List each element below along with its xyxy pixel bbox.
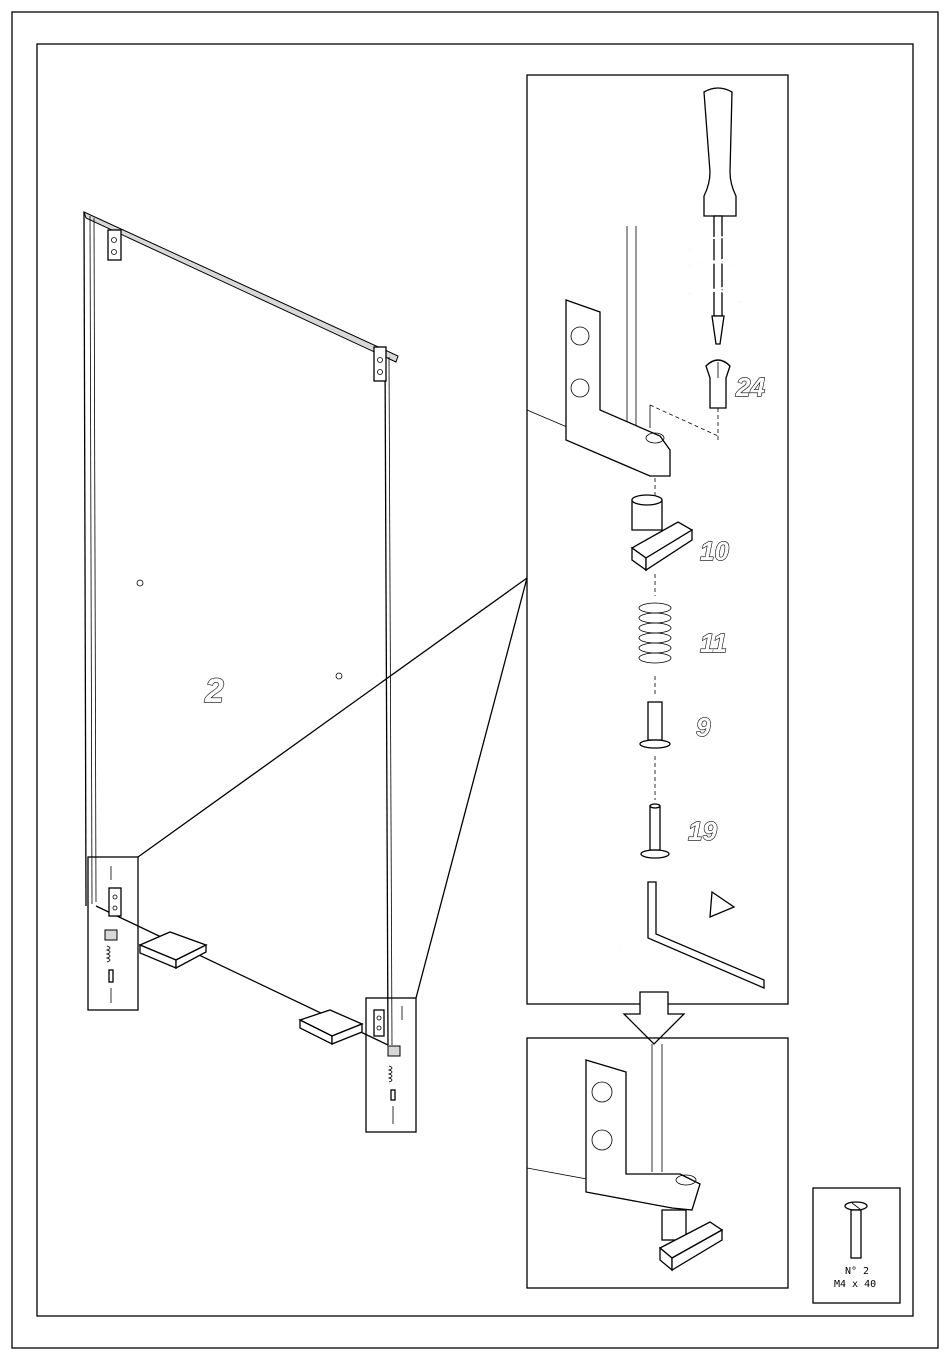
detail-box-left bbox=[88, 857, 138, 1010]
detail-box-right bbox=[366, 998, 416, 1132]
panel-number: 2 bbox=[204, 672, 224, 710]
assembled-detail bbox=[527, 1038, 788, 1288]
glass-panel bbox=[84, 212, 398, 1045]
screwdriver-icon bbox=[690, 88, 742, 344]
exploded-detail: 24 10 11 9 19 bbox=[527, 75, 788, 1004]
floor-block-right bbox=[300, 1010, 362, 1044]
fastener-quantity: N° 2 bbox=[845, 1266, 869, 1277]
outer-frame bbox=[12, 12, 938, 1348]
part-number-10: 10 bbox=[700, 536, 729, 566]
down-arrow-icon bbox=[624, 992, 684, 1044]
hex-key-icon bbox=[620, 882, 764, 988]
part-number-11: 11 bbox=[700, 628, 727, 658]
part-number-24: 24 bbox=[735, 372, 765, 402]
part-number-9: 9 bbox=[696, 712, 711, 742]
floor-block-left bbox=[140, 932, 206, 968]
part-number-19: 19 bbox=[688, 816, 717, 846]
spring-icon bbox=[639, 603, 671, 663]
fastener-size: M4 x 40 bbox=[834, 1279, 876, 1290]
inner-frame bbox=[37, 44, 913, 1316]
fastener-spec-box: N° 2 M4 x 40 bbox=[813, 1188, 900, 1303]
